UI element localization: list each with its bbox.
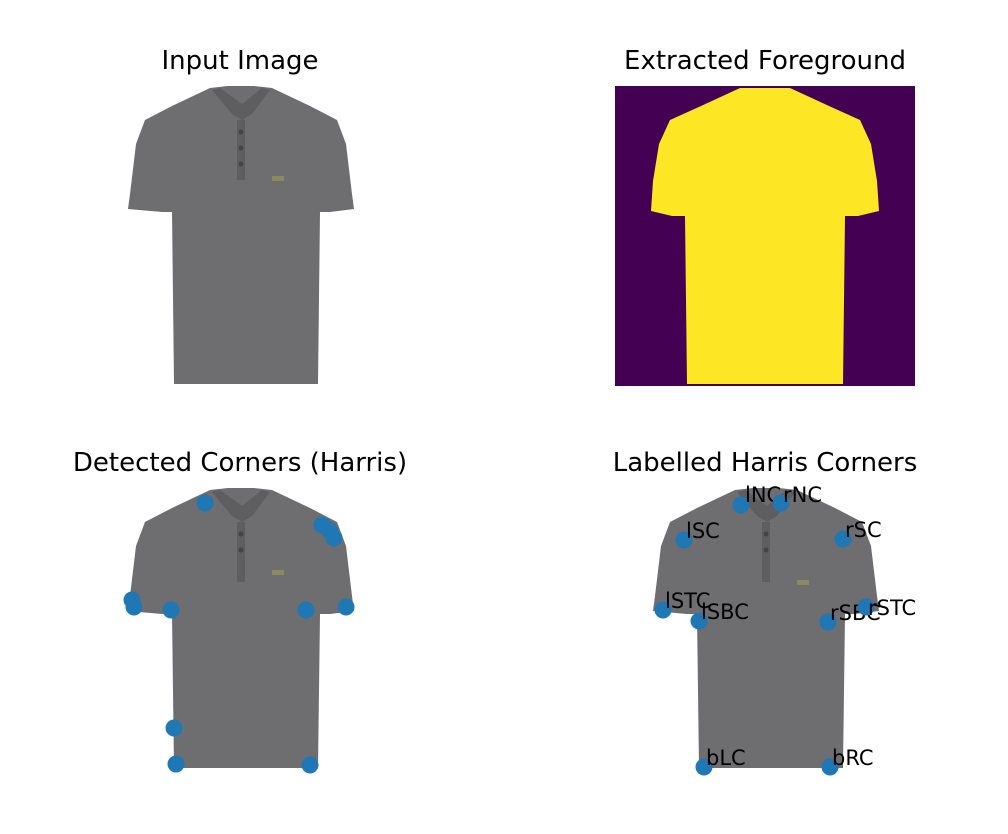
corner-marker <box>165 719 183 737</box>
corner-marker <box>337 598 355 616</box>
shirt-image <box>653 488 879 768</box>
corner-marker <box>821 758 839 776</box>
corner-label: rNC <box>783 483 822 507</box>
corner-marker <box>819 613 837 631</box>
input-image-title: Input Image <box>161 46 319 76</box>
labelled-corners-title: Labelled Harris Corners <box>612 448 918 478</box>
corner-marker <box>772 494 790 512</box>
corner-marker <box>325 529 343 547</box>
corner-marker <box>654 601 672 619</box>
shirt-image <box>128 488 354 768</box>
corner-label: lSC <box>686 519 720 543</box>
foreground-mask-panel <box>615 86 915 386</box>
corner-marker <box>732 496 750 514</box>
corner-marker <box>162 601 180 619</box>
corner-marker <box>675 531 693 549</box>
corner-marker <box>167 755 185 773</box>
corner-label: rSTC <box>868 596 916 620</box>
detected-corners-title: Detected Corners (Harris) <box>72 448 408 478</box>
corner-marker <box>834 530 852 548</box>
corner-marker <box>196 494 214 512</box>
corner-marker <box>690 612 708 630</box>
corner-marker <box>297 601 315 619</box>
mask-foreground <box>651 88 879 384</box>
corner-marker <box>125 598 143 616</box>
corner-marker <box>301 756 319 774</box>
input-image-panel <box>128 86 354 384</box>
corner-label: bLC <box>706 746 746 770</box>
corner-label: lSTC <box>665 589 710 613</box>
corner-label: lSBC <box>701 600 749 624</box>
shirt-image <box>128 86 354 384</box>
corner-marker <box>857 598 875 616</box>
corner-label: bRC <box>832 746 874 770</box>
corner-label: rSC <box>845 518 882 542</box>
detected-corners-panel <box>123 488 355 774</box>
corner-marker <box>695 758 713 776</box>
corner-markers <box>123 494 355 774</box>
foreground-title: Extracted Foreground <box>624 46 906 76</box>
